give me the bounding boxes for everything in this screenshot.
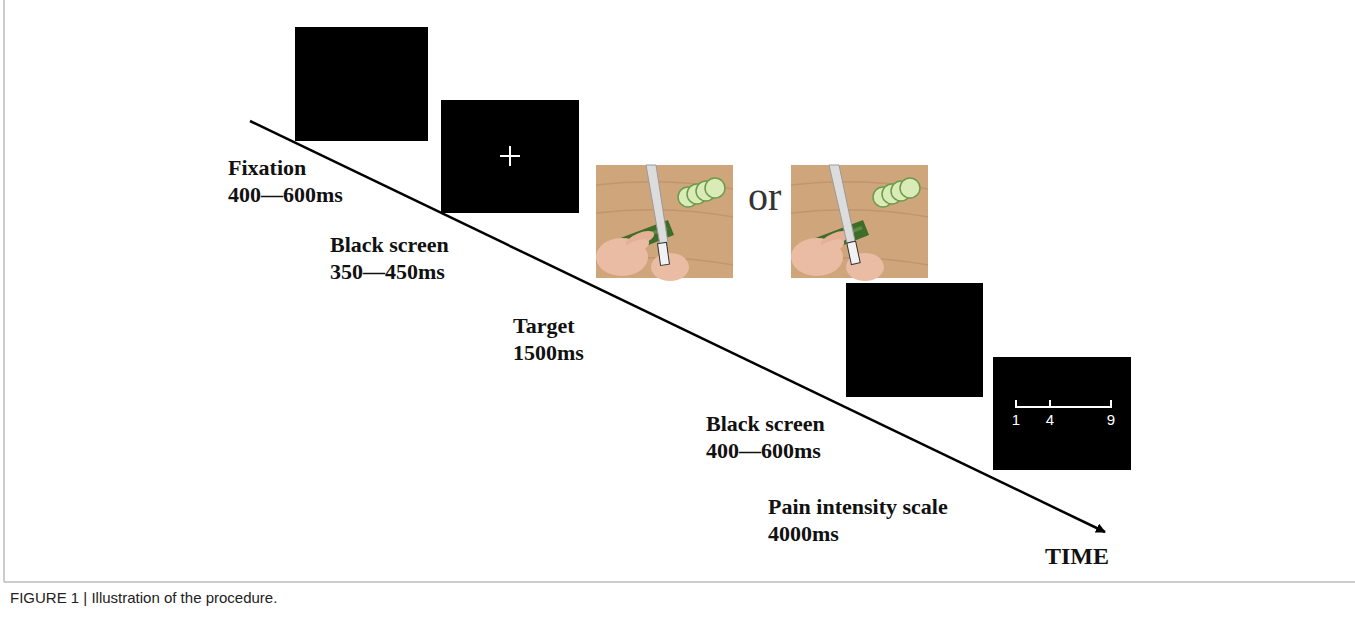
phase-duration: 350—450ms [330,259,445,284]
frame-line [3,0,5,582]
frame-line [4,581,1355,583]
scale-number: 1 [1012,412,1020,429]
target-photo [596,165,733,281]
fixation-cross [500,155,520,157]
time-axis [250,121,1105,532]
figure-caption: FIGURE 1 | Illustration of the procedure… [10,589,277,607]
black-screen [846,283,983,397]
phase-name: Pain intensity scale [768,494,948,519]
phase-name: Black screen [330,232,449,257]
phase-duration: 400—600ms [228,182,343,207]
phase-duration: 4000ms [768,521,839,546]
phase-name: Target [513,313,575,338]
phase-duration: 1500ms [513,340,584,365]
connector-word: or [748,174,781,220]
phase-duration: 400—600ms [706,438,821,463]
black-screen [295,27,428,141]
scale-number: 4 [1046,412,1054,429]
phase-name: Black screen [706,411,825,436]
phase-name: Fixation [228,155,306,180]
scale-number: 9 [1107,412,1115,429]
scale-screen: 1 4 9 [993,357,1131,470]
axis-label: TIME [1045,543,1109,571]
target-photo [791,165,928,281]
scale-screen [993,357,1131,470]
fixation-screen [441,100,579,213]
scale-bar [1016,400,1111,408]
